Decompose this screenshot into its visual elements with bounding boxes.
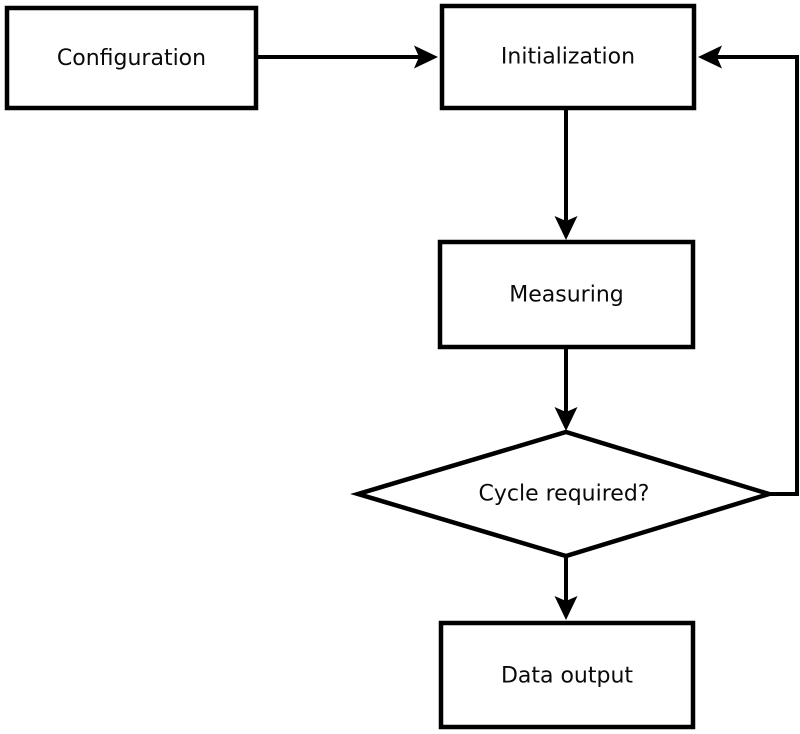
edge-cycle-required-to-data-output	[554, 556, 578, 620]
node-measuring-label: Measuring	[509, 283, 623, 308]
node-initialization: Initialization	[439, 3, 697, 111]
node-data-output-box	[438, 620, 696, 730]
node-data-output-label: Data output	[501, 664, 633, 689]
arrowhead-down-icon	[554, 216, 578, 240]
node-configuration: Configuration	[4, 5, 259, 111]
node-measuring: Measuring	[437, 239, 696, 350]
arrowhead-down-icon	[554, 407, 578, 431]
node-cycle-required-diamond	[350, 429, 777, 559]
node-configuration-box	[4, 5, 259, 111]
node-cycle-required-label: Cycle required?	[479, 482, 650, 507]
edge-measuring-to-cycle-required	[554, 349, 578, 431]
node-data-output: Data output	[438, 620, 696, 730]
edge-line	[716, 55, 799, 496]
edge-configuration-to-initialization	[258, 45, 438, 69]
arrowhead-right-icon	[414, 45, 438, 69]
arrowhead-left-icon	[698, 45, 722, 69]
node-measuring-box	[437, 239, 696, 350]
node-configuration-label: Configuration	[57, 46, 206, 71]
node-initialization-label: Initialization	[501, 45, 635, 70]
node-cycle-required: Cycle required?	[350, 429, 777, 559]
edge-initialization-to-measuring	[554, 110, 578, 240]
arrowhead-down-icon	[554, 596, 578, 620]
node-initialization-box	[439, 3, 697, 111]
edge-cycle-required-to-initialization-feedback	[698, 45, 799, 496]
